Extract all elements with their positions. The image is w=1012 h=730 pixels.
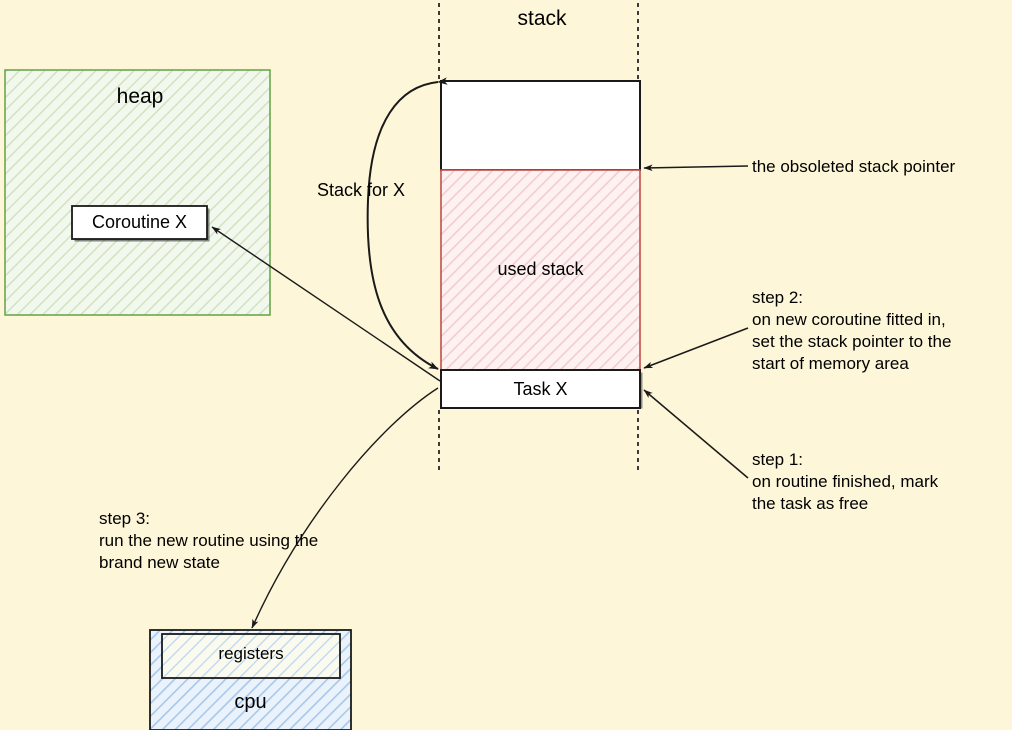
stack-for-x-brace bbox=[366, 77, 448, 370]
arrow-step3-to-cpu bbox=[251, 387, 439, 629]
heap-region bbox=[4, 69, 271, 316]
arrow-step1 bbox=[643, 389, 749, 479]
stack-box bbox=[440, 80, 643, 409]
used-stack-region bbox=[440, 169, 641, 371]
registers-box bbox=[161, 633, 341, 679]
cpu-label: cpu bbox=[234, 691, 267, 713]
heap-label: heap bbox=[116, 85, 164, 108]
stack-title: stack bbox=[517, 7, 567, 30]
arrow-obsoleted-stack-pointer bbox=[643, 164, 749, 172]
step1-label: step 1: on routine finished, mark the ta… bbox=[752, 450, 939, 514]
task-x-label: Task X bbox=[513, 379, 568, 399]
step3-label: step 3: run the new routine using the br… bbox=[99, 509, 319, 573]
coroutine-x-box bbox=[71, 205, 210, 242]
coroutine-x-label: Coroutine X bbox=[91, 212, 188, 232]
task-x-band bbox=[440, 369, 641, 409]
step2-label: step 2: on new coroutine fitted in, set … bbox=[752, 288, 952, 374]
arrow-step2 bbox=[643, 327, 749, 369]
stack-for-x-label: Stack for X bbox=[317, 180, 406, 200]
arrow-task-to-coroutine bbox=[211, 226, 441, 382]
obsoleted-stack-pointer-label: the obsoleted stack pointer bbox=[752, 157, 956, 176]
registers-label: registers bbox=[218, 644, 284, 663]
used-stack-label: used stack bbox=[497, 259, 584, 279]
stack-extent-guides bbox=[438, 3, 639, 471]
cpu-box bbox=[149, 629, 352, 730]
